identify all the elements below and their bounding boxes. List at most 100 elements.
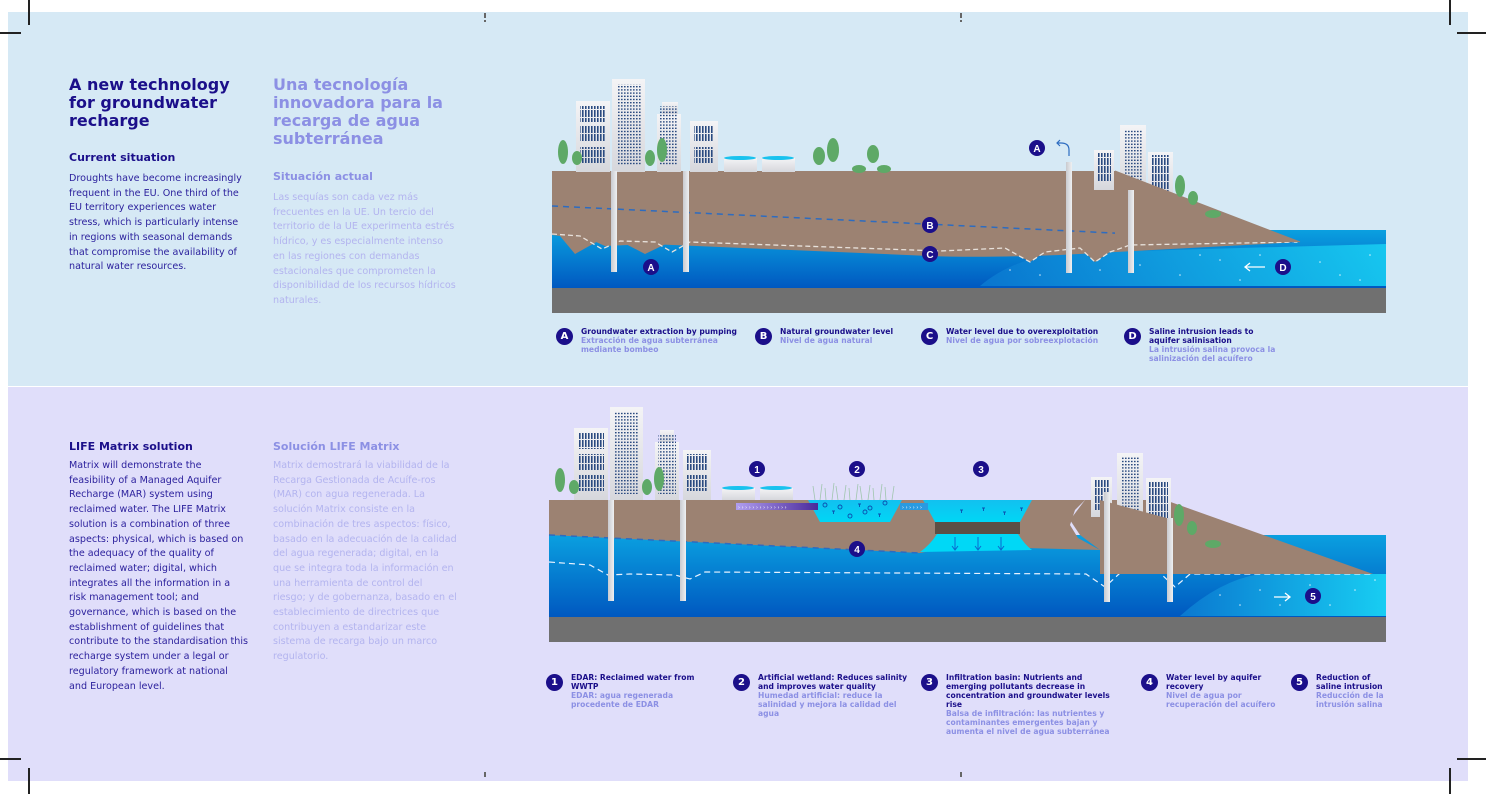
marker-5: 5 bbox=[1305, 588, 1321, 604]
well bbox=[1167, 518, 1173, 602]
life-matrix-diagram: › › › › › › › › › › › › › › › › › › › › bbox=[548, 407, 1386, 642]
infiltration-zone bbox=[920, 534, 1032, 552]
legend-item-3: 3 Infiltration basin: Nutrients and emer… bbox=[921, 673, 1121, 736]
svg-text:2: 2 bbox=[854, 465, 860, 476]
pump-arrow-icon bbox=[1056, 139, 1070, 156]
fold-mark bbox=[484, 772, 486, 777]
subtitle-solucion-life-matrix: Solución LIFE Matrix bbox=[273, 440, 400, 453]
subtitle-situacion-actual: Situación actual bbox=[273, 170, 373, 183]
svg-text:4: 4 bbox=[854, 545, 860, 556]
trees bbox=[558, 138, 891, 173]
trees bbox=[555, 467, 664, 495]
pollutant-molecules bbox=[822, 500, 1023, 519]
saline-direction-arrow-icon bbox=[1243, 262, 1265, 272]
fold-mark bbox=[960, 772, 962, 777]
svg-text:3: 3 bbox=[978, 465, 984, 476]
legend-label-es: La intrusión salina provoca la salinizac… bbox=[1149, 345, 1276, 363]
well bbox=[680, 500, 686, 601]
current-situation-diagram: A A B C D bbox=[551, 79, 1386, 313]
legend-label-en: Groundwater extraction by pumping bbox=[581, 327, 737, 336]
crop-mark bbox=[28, 768, 30, 794]
crop-mark bbox=[0, 32, 21, 34]
legend-label-es: Reducción de la intrusión salina bbox=[1316, 691, 1384, 709]
svg-text:D: D bbox=[1279, 263, 1286, 274]
svg-text:› › › › › › › › › › › › › ›: › › › › › › › › › › › › › › bbox=[738, 505, 787, 511]
legend-item-D: D Saline intrusion leads to aquifer sali… bbox=[1124, 327, 1284, 363]
legend-item-2: 2 Artificial wetland: Reduces salinity a… bbox=[733, 673, 908, 718]
salt-particles bbox=[1219, 579, 1376, 606]
bedrock-layer bbox=[552, 286, 1386, 313]
fold-mark bbox=[960, 20, 962, 22]
legend-label-en: Saline intrusion leads to aquifer salini… bbox=[1149, 327, 1254, 345]
marker-4: 4 bbox=[849, 541, 865, 557]
body-solucion-life-matrix: Matrix demostrará la viabilidad de la Re… bbox=[273, 460, 457, 663]
legend-label-en: Reduction of saline intrusion bbox=[1316, 673, 1383, 691]
legend-label-es: Nivel de agua por sobreexplotación bbox=[946, 336, 1099, 345]
svg-text:› › › › › ›: › › › › › › bbox=[902, 505, 922, 511]
svg-text:1: 1 bbox=[754, 465, 760, 476]
wetland-outflow-pipe bbox=[900, 503, 928, 510]
legend-label-en: Natural groundwater level bbox=[780, 327, 894, 336]
svg-text:A: A bbox=[1033, 144, 1040, 155]
edar-treatment-tanks bbox=[722, 486, 793, 500]
city-buildings-left bbox=[574, 407, 711, 500]
artificial-wetland bbox=[808, 500, 902, 522]
marker-D: D bbox=[1275, 259, 1291, 275]
infiltration-sediment bbox=[935, 522, 1020, 534]
legend-badge: 1 bbox=[546, 674, 563, 691]
crop-mark bbox=[1449, 768, 1451, 794]
saline-intrusion bbox=[980, 244, 1386, 286]
legend-label-es: Balsa de infiltración: las nutrientes y … bbox=[946, 709, 1110, 736]
body-situacion-actual: Las sequías son cada vez más frecuentes … bbox=[273, 192, 456, 306]
well bbox=[1128, 190, 1134, 273]
legend-label-en: Artificial wetland: Reduces salinity and… bbox=[758, 673, 908, 691]
marker-C: C bbox=[922, 246, 938, 262]
subtitle-life-matrix-solution: LIFE Matrix solution bbox=[69, 440, 193, 453]
legend-badge: A bbox=[556, 328, 573, 345]
legend-badge: 4 bbox=[1141, 674, 1158, 691]
legend-badge: D bbox=[1124, 328, 1141, 345]
salt-particles bbox=[1009, 254, 1371, 281]
legend-label-en: Water level due to overexploitation bbox=[946, 327, 1099, 336]
fold-mark bbox=[484, 20, 486, 22]
svg-text:B: B bbox=[926, 221, 933, 232]
wetland-reeds bbox=[812, 482, 895, 501]
treatment-tanks bbox=[724, 156, 795, 172]
soil-drawdown bbox=[552, 171, 1300, 262]
reclaimed-water-pipe bbox=[736, 503, 818, 510]
marker-B: B bbox=[922, 217, 938, 233]
title-spanish: Una tecnología innovadora para la recarg… bbox=[273, 75, 443, 148]
marker-1: 1 bbox=[749, 461, 765, 477]
infiltration-basin bbox=[923, 500, 1032, 522]
fold-mark bbox=[484, 13, 486, 18]
title-english: A new technology for groundwater recharg… bbox=[69, 75, 230, 130]
saline-reduction-zone bbox=[1180, 574, 1386, 616]
legend-label-es: Extracción de agua subterránea mediante … bbox=[581, 336, 718, 354]
crop-mark bbox=[1457, 758, 1486, 760]
legend-badge: 5 bbox=[1291, 674, 1308, 691]
well bbox=[683, 171, 689, 272]
svg-text:C: C bbox=[926, 250, 933, 261]
body-life-matrix-solution: Matrix will demonstrate the feasibility … bbox=[69, 460, 248, 692]
well bbox=[611, 171, 617, 272]
legend-badge: 3 bbox=[921, 674, 938, 691]
subtitle-current-situation: Current situation bbox=[69, 151, 176, 164]
bedrock-layer bbox=[549, 615, 1386, 642]
marker-2: 2 bbox=[849, 461, 865, 477]
legend-label-es: EDAR: agua regenerada procedente de EDAR bbox=[571, 691, 674, 709]
well bbox=[1066, 162, 1072, 273]
marker-A-pump: A bbox=[1029, 140, 1045, 156]
crop-mark bbox=[0, 758, 21, 760]
legend-badge: 2 bbox=[733, 674, 750, 691]
well bbox=[1104, 492, 1110, 602]
legend-label-es: Nivel de agua natural bbox=[780, 336, 873, 345]
legend-label-en: EDAR: Reclaimed water from WWTP bbox=[571, 673, 695, 691]
well bbox=[608, 500, 614, 601]
legend-label-en: Infiltration basin: Nutrients and emergi… bbox=[946, 673, 1110, 709]
fold-mark bbox=[960, 13, 962, 18]
